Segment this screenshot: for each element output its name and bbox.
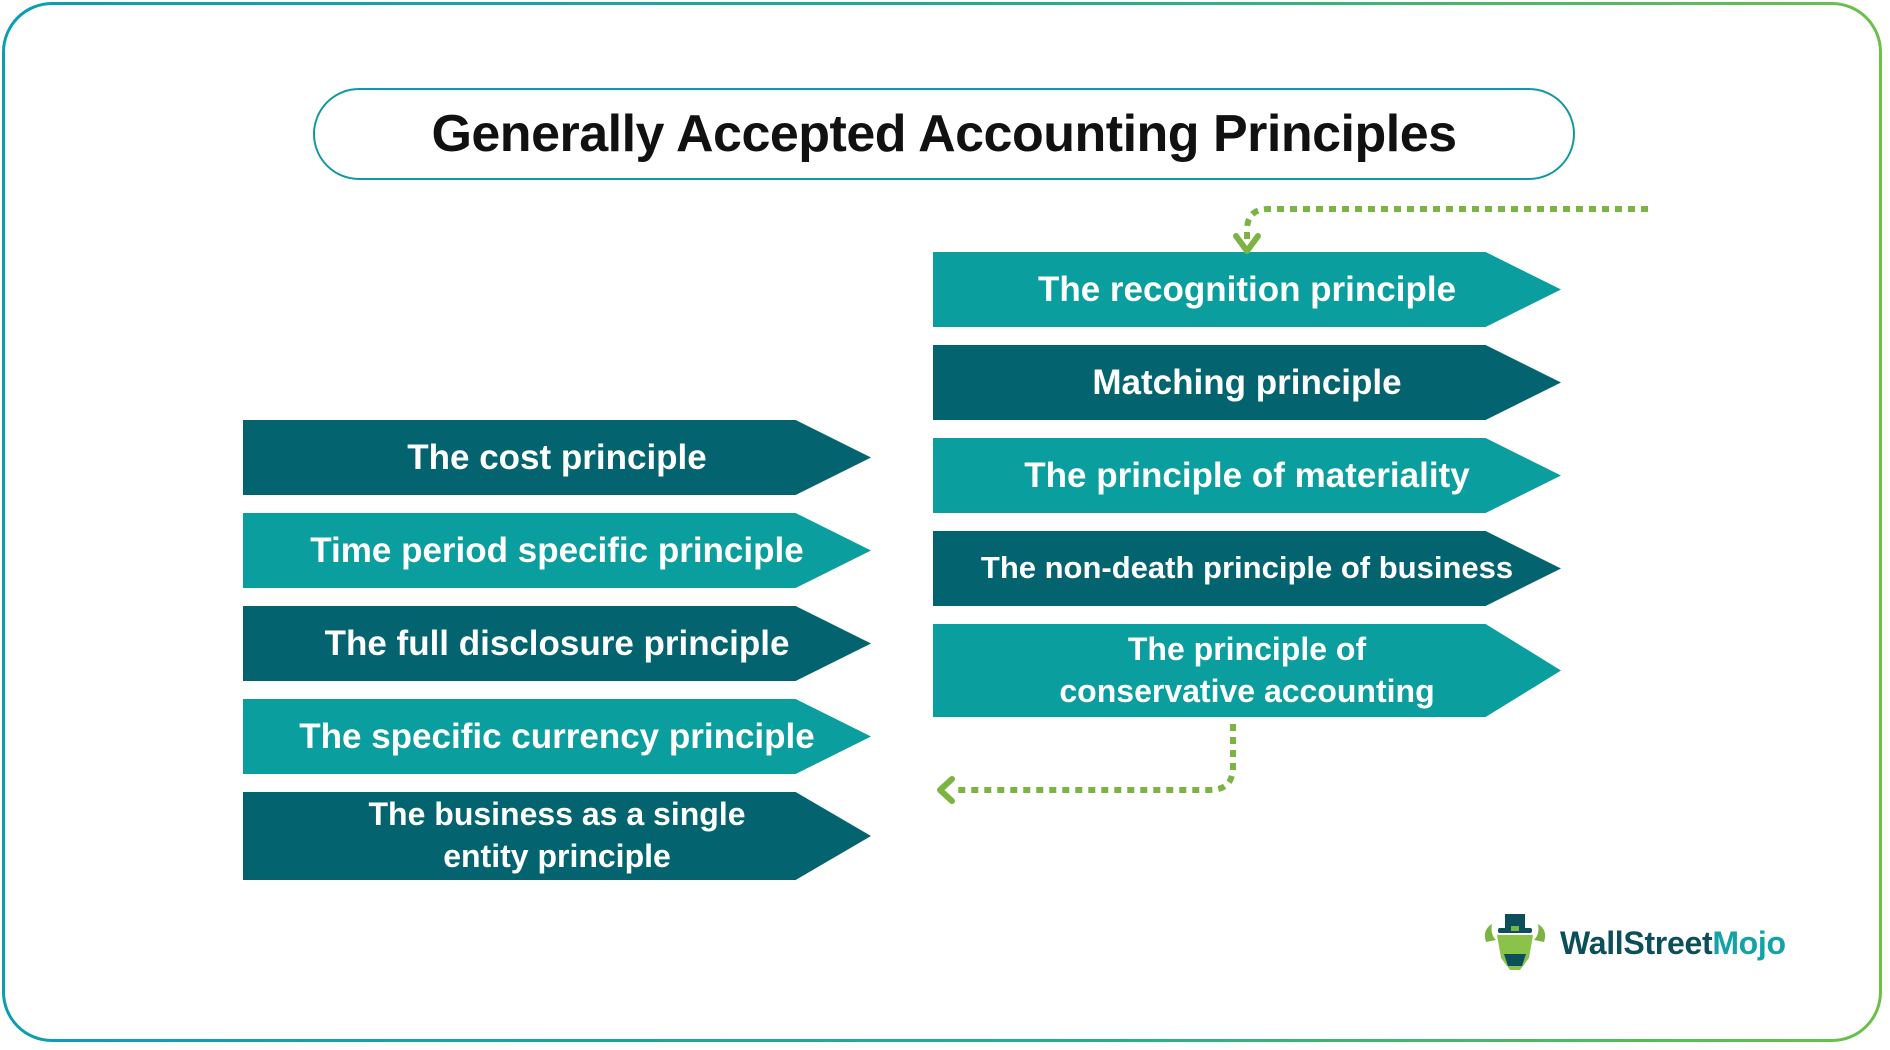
- brand-name-part1: WallStreet: [1560, 924, 1713, 961]
- brand-name-part2: Mojo: [1712, 924, 1786, 961]
- principle-label: The cost principle: [407, 437, 707, 477]
- principle-label-line2: entity principle: [443, 838, 671, 874]
- title-pill: Generally Accepted Accounting Principles: [313, 88, 1575, 180]
- principle-arrow-cost: The cost principle: [243, 420, 871, 495]
- arrow-head-down-icon: [1233, 233, 1261, 254]
- principle-arrow-recognition: The recognition principle: [933, 252, 1561, 327]
- principle-label: The full disclosure principle: [324, 623, 790, 663]
- principle-label: Time period specific principle: [310, 530, 804, 570]
- principle-arrow-materiality: The principle of materiality: [933, 438, 1561, 513]
- page-title: Generally Accepted Accounting Principles: [431, 105, 1457, 163]
- principle-arrow-time-period: Time period specific principle: [243, 513, 871, 588]
- principle-label: Matching principle: [1092, 362, 1402, 402]
- principle-label: The non-death principle of business: [980, 550, 1514, 586]
- principle-arrow-single-entity: The business as a single entity principl…: [243, 792, 871, 880]
- principle-arrow-conservative: The principle of conservative accounting: [933, 624, 1561, 717]
- principle-arrow-non-death: The non-death principle of business: [933, 531, 1561, 606]
- principle-arrow-matching: Matching principle: [933, 345, 1561, 420]
- top-connector-arrow: [1244, 206, 1648, 240]
- principle-label-multiline: The business as a single entity principl…: [281, 794, 834, 877]
- principle-arrow-full-disclosure: The full disclosure principle: [243, 606, 871, 681]
- principle-label-line1: The business as a single: [368, 796, 746, 833]
- bull-with-top-hat-icon: [1484, 914, 1546, 970]
- wallstreetmojo-logo: WallStreetMojo: [1480, 908, 1786, 978]
- principle-label-multiline: The principle of conservative accounting: [971, 629, 1524, 712]
- arrow-head-left-icon: [937, 776, 955, 804]
- principle-arrow-specific-currency: The specific currency principle: [243, 699, 871, 774]
- bottom-connector-arrow: [954, 724, 1236, 793]
- principle-label: The specific currency principle: [299, 716, 815, 756]
- principle-label: The recognition principle: [1037, 269, 1457, 309]
- principle-label: The principle of materiality: [1024, 455, 1470, 495]
- brand-name: WallStreetMojo: [1560, 925, 1786, 962]
- principle-label-line1: The principle of: [1127, 630, 1367, 667]
- principle-label-line2: conservative accounting: [1059, 672, 1435, 709]
